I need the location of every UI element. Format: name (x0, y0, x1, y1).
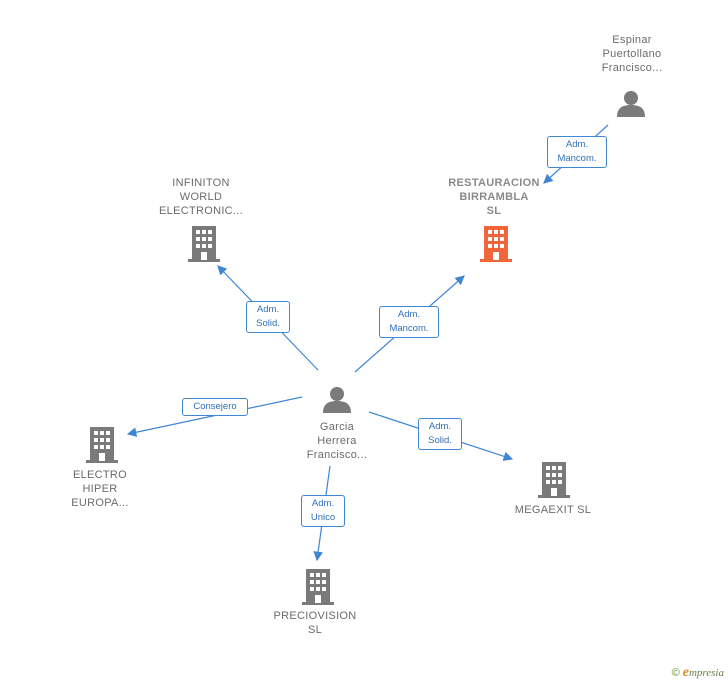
node-label-espinar[interactable]: Espinar Puertollano Francisco... (601, 34, 663, 74)
node-label-restauracion[interactable]: RESTAURACION BIRRAMBLA SL (448, 177, 540, 217)
building-icon[interactable] (538, 462, 570, 498)
node-label-garcia[interactable]: Garcia Herrera Francisco... (306, 421, 368, 461)
node-label-preciovision[interactable]: PRECIOVISION SL (273, 610, 357, 636)
edge-label-garcia-restauracion: Adm. Mancom. (379, 306, 439, 338)
person-icon[interactable] (616, 88, 646, 118)
node-label-infiniton[interactable]: INFINITON WORLD ELECTRONIC... (159, 177, 243, 217)
empresia-watermark: ©empresia (672, 665, 724, 681)
edge-label-garcia-infiniton: Adm. Solid. (246, 301, 290, 333)
node-label-electro[interactable]: ELECTRO HIPER EUROPA... (71, 469, 129, 509)
brand-initial: e (682, 665, 689, 680)
node-label-megaexit[interactable]: MEGAEXIT SL (514, 504, 592, 516)
edge-label-garcia-electro: Consejero (182, 398, 248, 416)
building-icon[interactable] (188, 226, 220, 262)
edge-label-garcia-preciovision: Adm. Unico (301, 495, 345, 527)
building-icon[interactable] (480, 226, 512, 262)
edge-label-espinar-restauracion: Adm. Mancom. (547, 136, 607, 168)
person-icon[interactable] (322, 384, 352, 414)
copyright-symbol: © (671, 667, 680, 679)
building-icon[interactable] (86, 427, 118, 463)
edge-label-garcia-megaexit: Adm. Solid. (418, 418, 462, 450)
building-icon[interactable] (302, 569, 334, 605)
brand-name: mpresia (688, 667, 724, 679)
